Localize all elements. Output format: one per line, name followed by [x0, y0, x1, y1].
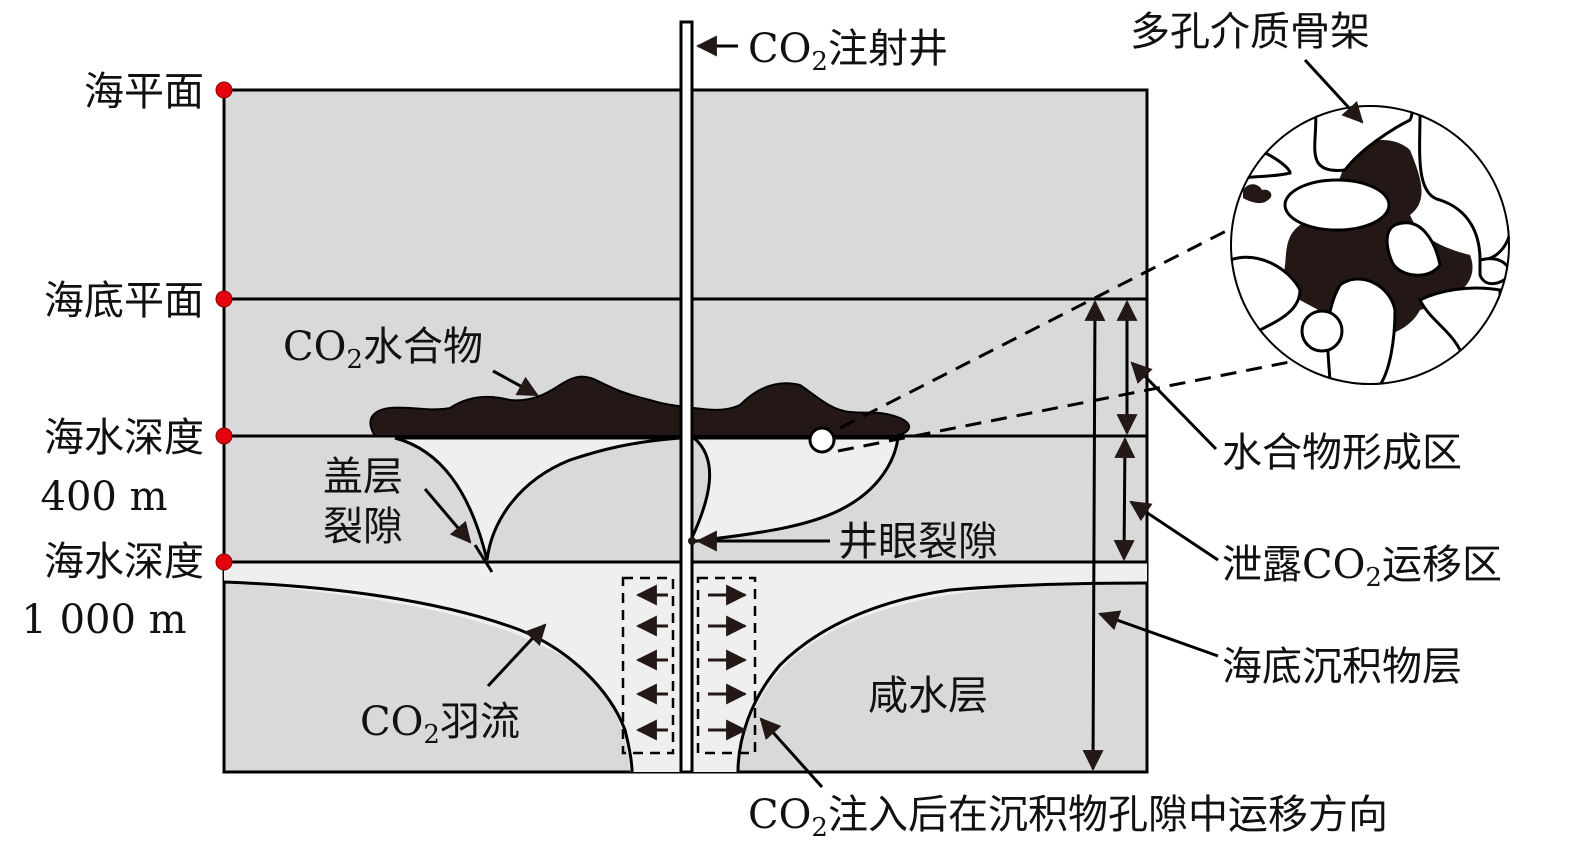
label-wellbore-fracture: 井眼裂隙 — [838, 519, 998, 565]
label-co2-hydrate: CO2水合物 — [283, 324, 483, 375]
migration-arrows — [635, 584, 748, 741]
porous-media-magnifier — [1230, 105, 1510, 385]
plume-label-arrow — [486, 623, 547, 688]
label-sediment-layer: 海底沉积物层 — [1222, 644, 1462, 690]
label-seabed: 海底平面 — [44, 278, 204, 324]
label-caprock-fracture-2: 裂隙 — [323, 504, 403, 550]
migration-label-arrow — [759, 717, 824, 789]
migration-box-right — [696, 576, 757, 755]
leak-zone-dimension-arrow — [1113, 436, 1136, 562]
plume-boundary-right — [736, 581, 1148, 773]
migration-box-left — [621, 576, 675, 755]
sediment-dimension-arrow — [1082, 299, 1106, 772]
injection-well — [679, 20, 694, 774]
marker-depth-1000 — [215, 553, 233, 571]
sample-point — [808, 426, 836, 454]
label-depth-1000: 海水深度 — [44, 539, 204, 585]
wellbore-fracture-plume — [687, 436, 900, 544]
wellbore-fracture-point — [688, 537, 696, 545]
caprock-fracture-plume — [394, 436, 681, 561]
porous-label-arrow — [1303, 58, 1364, 124]
label-injection-well: CO2注射井 — [748, 26, 948, 77]
co2-hydrate-body — [369, 375, 910, 437]
label-porous-media: 多孔介质骨架 — [1130, 9, 1370, 55]
label-leak-zone: 泄露CO2运移区 — [1222, 542, 1502, 593]
caprock-fracture-arrow — [423, 488, 472, 544]
hydrate-label-arrow — [492, 369, 539, 397]
label-sea-level: 海平面 — [84, 69, 204, 115]
zoom-line-top — [839, 226, 1233, 430]
label-depth-400-value: 400 m — [41, 474, 168, 520]
label-depth-400: 海水深度 — [44, 415, 204, 461]
marker-depth-400 — [215, 427, 233, 445]
marker-sea-level — [215, 81, 233, 99]
label-caprock-fracture-1: 盖层 — [323, 454, 403, 500]
label-co2-plume: CO2羽流 — [360, 699, 520, 750]
label-depth-1000-value: 1 000 m — [21, 597, 186, 643]
label-migration-direction: CO2注入后在沉积物孔隙中运移方向 — [748, 792, 1388, 843]
label-hydrate-zone: 水合物形成区 — [1222, 430, 1462, 476]
sediment-label-arrow — [1098, 610, 1219, 658]
hydrate-zone-label-arrow — [1130, 361, 1218, 451]
label-saline-aquifer: 咸水层 — [868, 673, 988, 719]
caprock-fracture-line — [473, 544, 494, 573]
zoom-line-bottom — [837, 356, 1311, 453]
marker-seabed — [215, 290, 233, 308]
leak-zone-label-arrow — [1129, 500, 1219, 562]
